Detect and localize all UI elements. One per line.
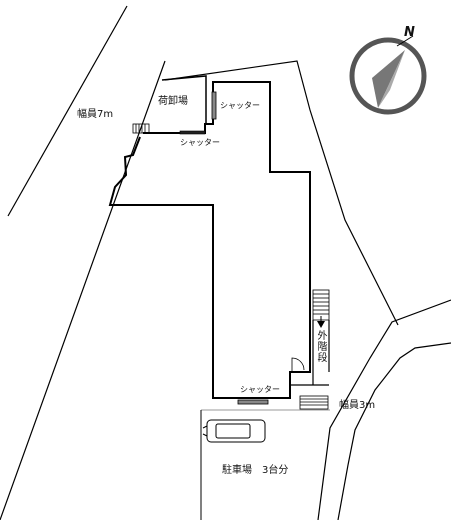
compass-north-letter: N [404, 25, 415, 40]
stairs-arrow [317, 321, 325, 328]
door-swing [291, 357, 305, 372]
road-east-label: 幅員3m [339, 400, 376, 411]
road-west-edge-inner [0, 60, 166, 520]
road-west-label: 幅員7m [77, 109, 114, 120]
shutter-top-label: シャッター [220, 101, 260, 110]
road-east-edge-1 [317, 299, 451, 520]
road-east-edge-2 [337, 342, 451, 520]
site-boundary [164, 60, 399, 326]
building-outline [108, 81, 311, 399]
loading-room-wall [161, 75, 207, 124]
bottom-steps [299, 395, 329, 410]
shutter-bottom [237, 399, 269, 405]
shutter-top [211, 91, 217, 120]
car-icon [202, 419, 266, 443]
shutter-left [179, 130, 206, 135]
outer-stairs-label: 外階段 [315, 330, 326, 363]
parking-label: 駐車場 3台分 [222, 465, 289, 476]
compass-icon [349, 35, 427, 115]
shutter-left-label: シャッター [180, 138, 220, 147]
loading-area-label: 荷卸場 [158, 96, 188, 107]
road-west-edge-outer [7, 5, 128, 217]
shutter-bottom-label: シャッター [240, 385, 280, 394]
entry-steps [132, 123, 150, 134]
